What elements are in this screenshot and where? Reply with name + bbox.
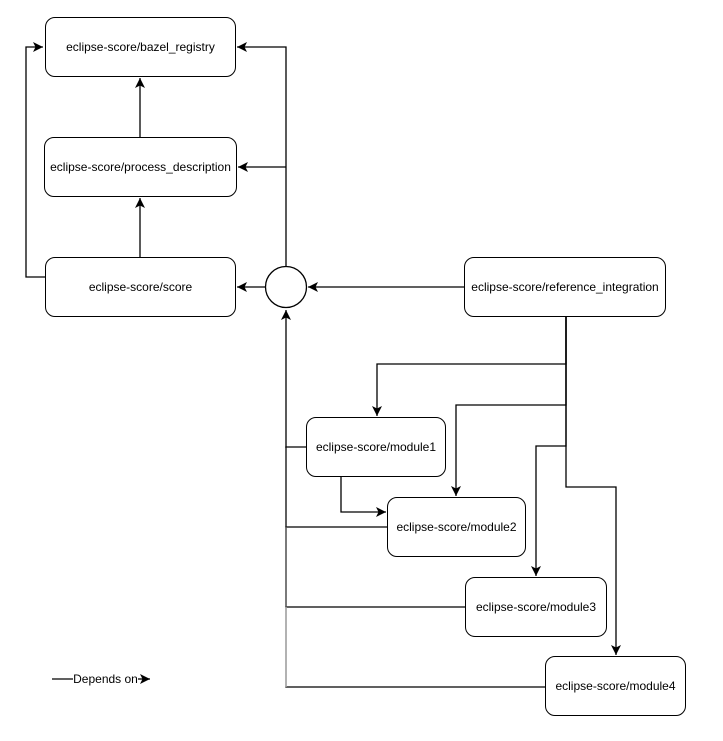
node-module2[interactable]: eclipse-score/module2	[387, 497, 526, 557]
node-process-description[interactable]: eclipse-score/process_description	[44, 137, 237, 197]
edge-reference-integration-to-module3	[531, 317, 567, 576]
edge-reference-integration-to-module2	[451, 317, 567, 496]
legend-label: Depends on	[73, 672, 138, 686]
edge-junction-to-bazel-registry	[237, 42, 287, 267]
node-module4[interactable]: eclipse-score/module4	[545, 656, 686, 716]
node-label: eclipse-score/module1	[315, 440, 437, 454]
node-score[interactable]: eclipse-score/score	[45, 257, 236, 317]
node-label: eclipse-score/module3	[475, 600, 597, 614]
node-label: eclipse-score/module4	[555, 679, 676, 693]
junction-node[interactable]	[264, 265, 308, 309]
edge-score-to-bazel-registry	[25, 42, 45, 278]
node-bazel-registry[interactable]: eclipse-score/bazel_registry	[45, 17, 236, 77]
node-label: eclipse-score/module2	[396, 520, 517, 534]
edge-module1-to-module2	[340, 477, 386, 517]
node-label: eclipse-score/score	[88, 280, 193, 294]
node-module3[interactable]: eclipse-score/module3	[465, 577, 607, 637]
node-label: eclipse-score/bazel_registry	[66, 40, 215, 54]
node-label: eclipse-score/reference_integration	[471, 280, 659, 294]
node-module1[interactable]: eclipse-score/module1	[306, 417, 446, 477]
edge-reference-integration-to-module4	[565, 317, 621, 655]
node-label: eclipse-score/process_description	[50, 160, 231, 174]
node-reference-integration[interactable]: eclipse-score/reference_integration	[464, 257, 666, 317]
edge-reference-integration-to-module1	[372, 317, 567, 416]
